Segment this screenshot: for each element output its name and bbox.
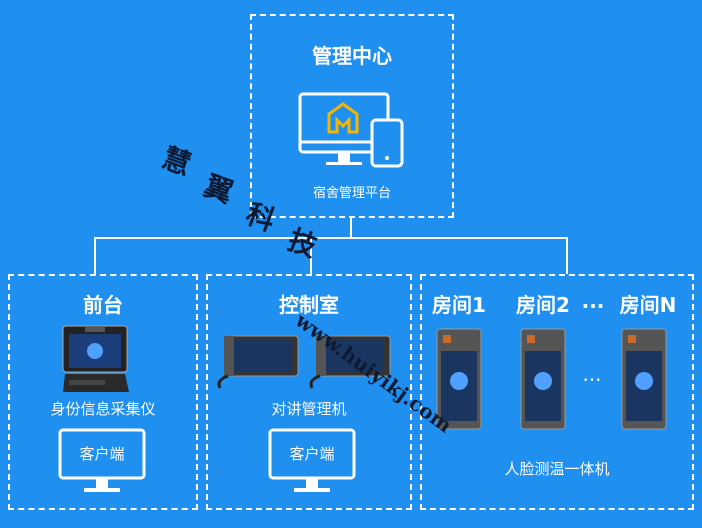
terminal-dots: ···	[582, 368, 602, 392]
desktop-monitor-icon	[298, 92, 404, 168]
management-center-title: 管理中心	[312, 44, 392, 68]
client-monitor-frame-center	[268, 428, 356, 492]
watermark-char-4: 技	[283, 223, 322, 264]
id-collector-device-icon	[62, 325, 129, 392]
intercom-label: 对讲管理机	[271, 400, 347, 418]
watermark-char-1: 慧	[157, 141, 196, 182]
platform-logo-icon	[325, 100, 361, 136]
face-temp-label: 人脸测温一体机	[504, 460, 610, 478]
watermark-char-2: 翼	[199, 169, 238, 210]
platform-label: 宿舍管理平台	[312, 186, 391, 201]
room-ellipsis: ...	[581, 289, 605, 313]
intercom-device-icon-1	[217, 335, 299, 389]
connector-right-drop	[566, 237, 568, 274]
connector-vertical-top	[350, 218, 352, 238]
face-temp-terminal-icon-2	[520, 328, 566, 430]
control-room-title: 控制室	[279, 293, 339, 317]
id-collector-label: 身份信息采集仪	[50, 400, 156, 418]
connector-horizontal	[94, 237, 568, 239]
intercom-device-icon-2	[309, 335, 391, 389]
front-desk-box	[8, 274, 198, 510]
connector-left-drop	[94, 237, 96, 274]
rooms-box	[420, 274, 694, 510]
face-temp-terminal-icon-1	[436, 328, 482, 430]
watermark-char-3: 科	[241, 197, 280, 238]
room-2-title: 房间2	[516, 293, 570, 317]
management-center-box	[250, 14, 454, 218]
control-room-box	[206, 274, 412, 510]
face-temp-terminal-icon-n	[621, 328, 667, 430]
room-n-title: 房间N	[619, 293, 677, 317]
client-label-left: 客户端	[79, 445, 125, 463]
room-1-title: 房间1	[432, 293, 486, 317]
client-label-center: 客户端	[289, 445, 335, 463]
client-monitor-frame-left	[58, 428, 146, 492]
connector-center-drop	[310, 237, 312, 274]
front-desk-title: 前台	[83, 293, 123, 317]
